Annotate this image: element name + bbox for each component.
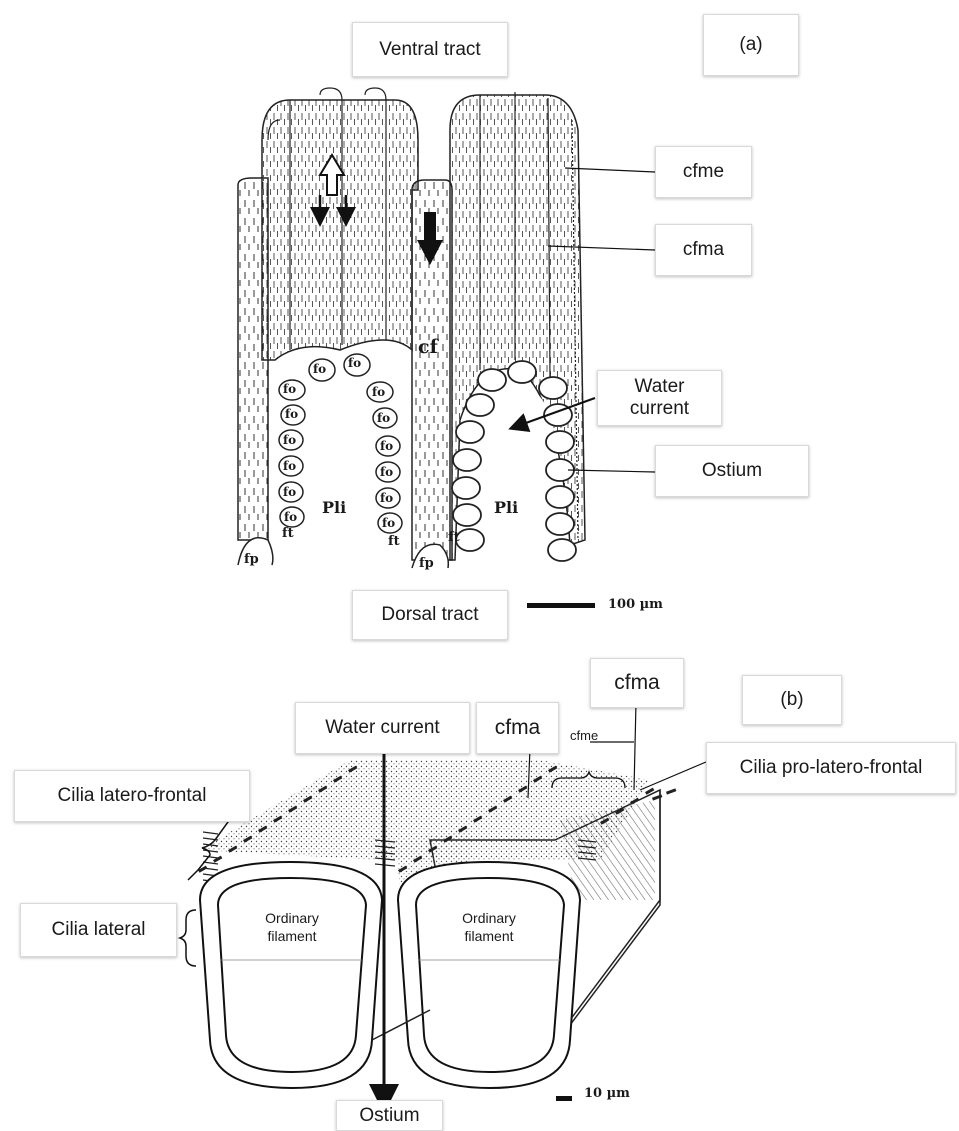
abbrev-fo-14: fo (382, 516, 395, 530)
label-water-current-b: Water current (295, 702, 470, 754)
label-panel-a: (a) (703, 14, 799, 76)
brace-lateral (180, 910, 196, 966)
abbrev-ft-3: ft (448, 530, 460, 545)
ordinary-filament-right-inner (416, 878, 564, 1072)
label-ostium-b: Ostium (336, 1100, 443, 1131)
scale-bar-a (527, 603, 595, 608)
label-cfma-right: cfma (590, 658, 684, 708)
panel-b-illustration (180, 702, 706, 1108)
label-cilia-lateral: Cilia lateral (20, 903, 177, 957)
abbrev-pli-left: Pli (322, 498, 346, 517)
label-cilia-latero-frontal: Cilia latero-frontal (14, 770, 250, 822)
abbrev-fo-12: fo (380, 465, 393, 479)
abbrev-pli-right: Pli (494, 498, 518, 517)
label-cfma-a: cfma (655, 224, 752, 276)
abbrev-fo-6: fo (283, 433, 296, 447)
ordinary-filament-left-inner (218, 878, 366, 1072)
label-ordinary-filament-right: Ordinary filament (440, 910, 538, 945)
abbrev-fo-9: fo (284, 510, 297, 524)
label-water-current-a: Water current (597, 370, 722, 426)
label-cfme-b: cfme (570, 728, 598, 743)
label-cilia-pro-latero-frontal: Cilia pro-latero-frontal (706, 742, 956, 794)
abbrev-fo-13: fo (380, 491, 393, 505)
label-cfma-left: cfma (476, 702, 559, 754)
abbrev-fo-3: fo (348, 356, 361, 370)
abbrev-cf: cf (418, 336, 438, 358)
abbrev-fo-11: fo (380, 439, 393, 453)
abbrev-fo-5: fo (285, 407, 298, 421)
abbrev-ft-1: ft (282, 526, 294, 541)
scale-label-a: 100 µm (608, 597, 663, 612)
label-ostium-a: Ostium (655, 445, 809, 497)
plica-left-body (262, 100, 418, 360)
abbrev-fo-4: fo (372, 385, 385, 399)
scale-bar-b (556, 1096, 572, 1101)
label-cfme-a: cfme (655, 146, 752, 198)
label-dorsal-tract: Dorsal tract (352, 590, 508, 640)
abbrev-fp-2: fp (419, 556, 434, 571)
abbrev-fo-2: fo (313, 362, 326, 376)
abbrev-fo-1: fo (283, 382, 296, 396)
label-ventral-tract: Ventral tract (352, 22, 508, 77)
scale-label-b: 10 µm (584, 1086, 630, 1101)
abbrev-fo-8: fo (283, 485, 296, 499)
abbrev-fp-1: fp (244, 552, 259, 567)
label-panel-b: (b) (742, 675, 842, 725)
panel-a-illustration (238, 88, 655, 608)
abbrev-fo-10: fo (377, 411, 390, 425)
abbrev-fo-7: fo (283, 459, 296, 473)
abbrev-ft-2: ft (388, 534, 400, 549)
label-ordinary-filament-left: Ordinary filament (243, 910, 341, 945)
